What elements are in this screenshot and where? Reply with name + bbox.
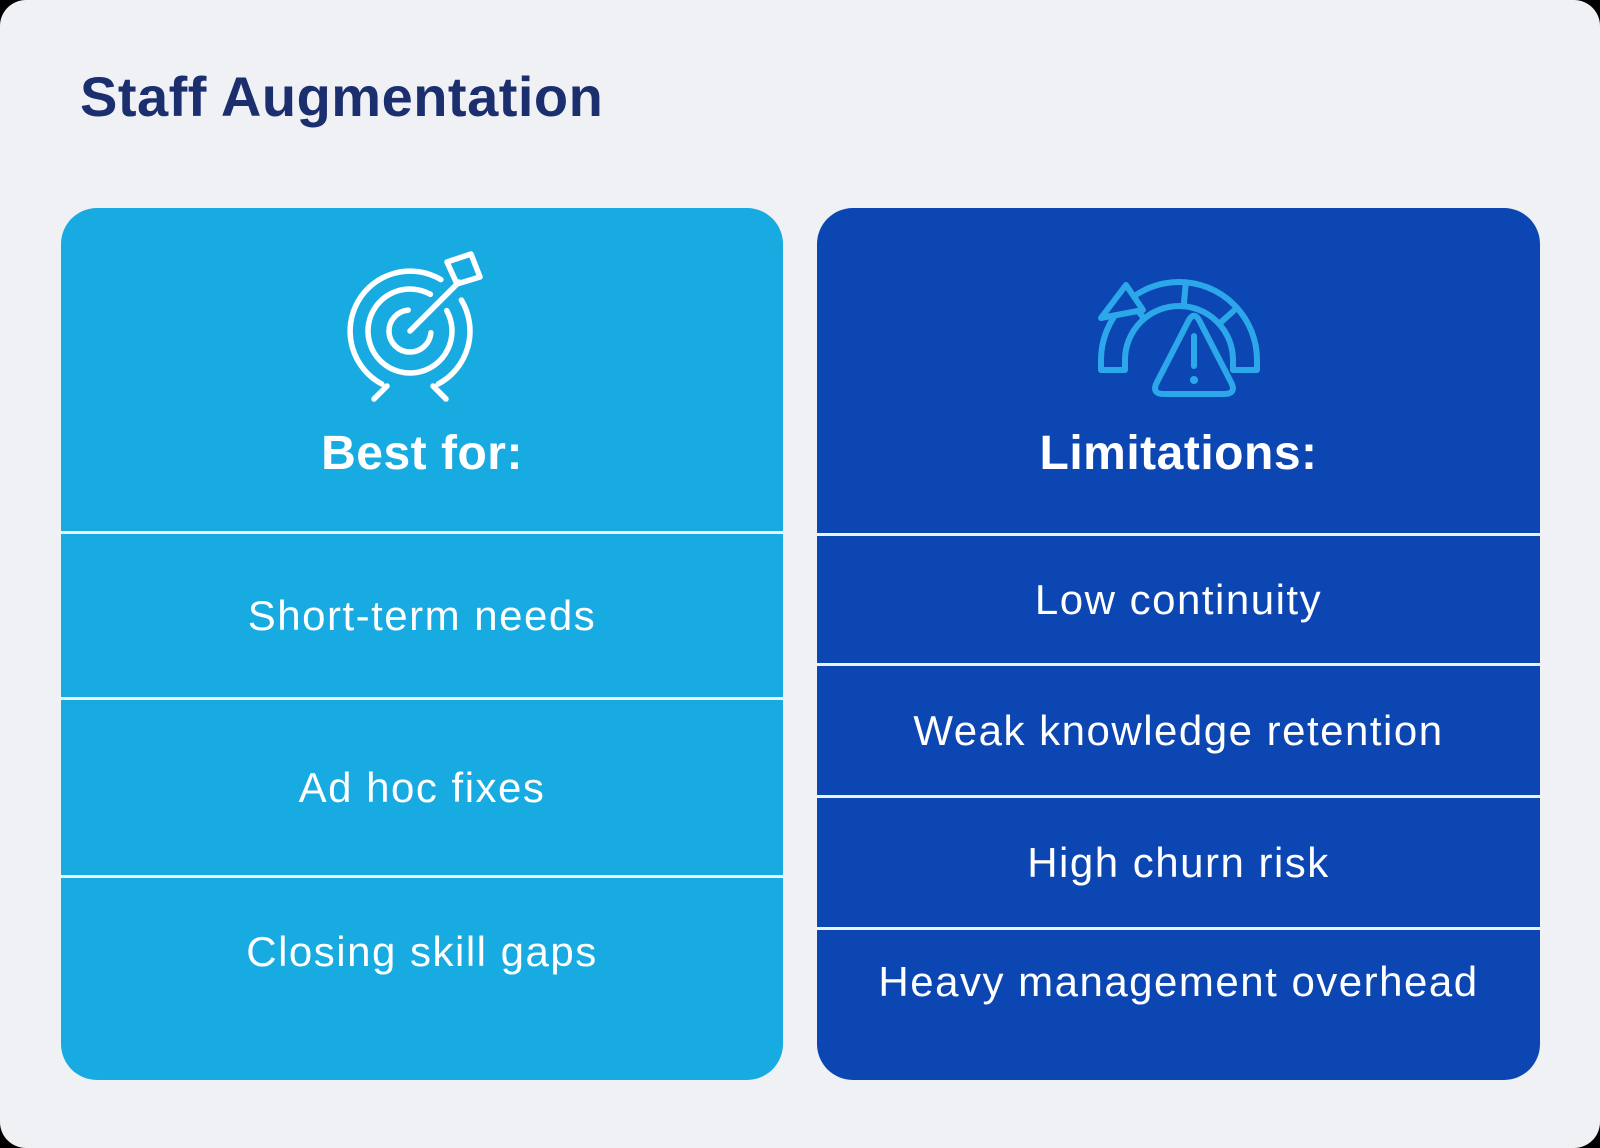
limitations-row: High churn risk bbox=[817, 795, 1540, 927]
limitations-header: Limitations: bbox=[817, 208, 1540, 533]
limitations-row: Heavy management overhead bbox=[817, 927, 1540, 1080]
row-label: Short-term needs bbox=[247, 591, 597, 639]
gauge-warning-icon bbox=[1079, 248, 1279, 408]
row-label: Closing skill gaps bbox=[246, 928, 598, 975]
limitations-row: Low continuity bbox=[817, 533, 1540, 663]
best-for-heading: Best for: bbox=[321, 427, 523, 480]
row-label: Low continuity bbox=[1034, 575, 1323, 623]
row-label: Weak knowledge retention bbox=[913, 706, 1444, 754]
row-label: Ad hoc fixes bbox=[298, 763, 546, 811]
target-arrow-icon bbox=[347, 248, 497, 408]
row-label: Heavy management overhead bbox=[878, 958, 1479, 1005]
best-for-row: Ad hoc fixes bbox=[61, 697, 783, 875]
best-for-header: Best for: bbox=[61, 208, 783, 531]
limitations-card: Limitations: Low continuity Weak knowled… bbox=[817, 208, 1540, 1080]
limitations-row: Weak knowledge retention bbox=[817, 663, 1540, 795]
page-title: Staff Augmentation bbox=[80, 65, 604, 128]
best-for-row: Closing skill gaps bbox=[61, 875, 783, 1080]
best-for-card: Best for: Short-term needs Ad hoc fixes … bbox=[61, 208, 783, 1080]
row-label: High churn risk bbox=[1027, 838, 1330, 886]
limitations-heading: Limitations: bbox=[1039, 427, 1318, 480]
best-for-row: Short-term needs bbox=[61, 531, 783, 697]
